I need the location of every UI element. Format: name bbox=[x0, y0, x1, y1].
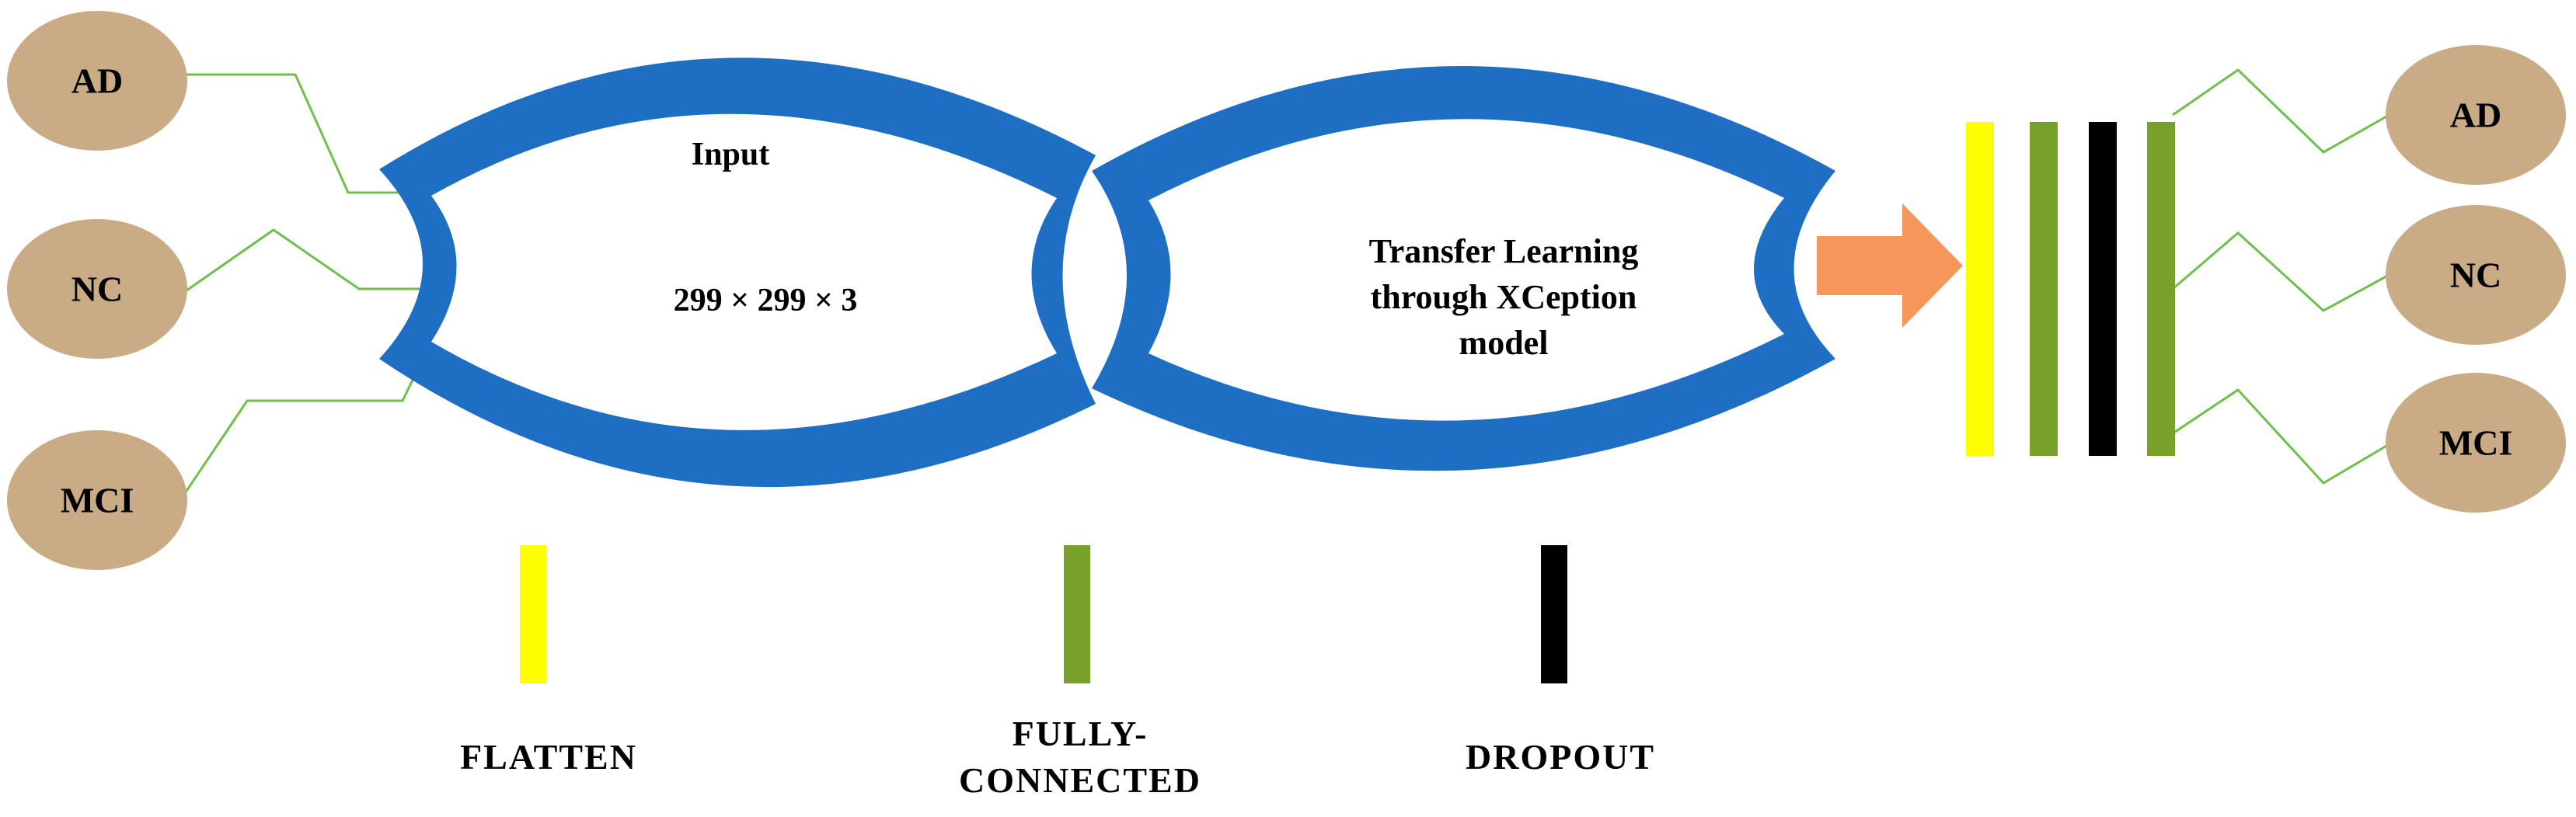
legend-flatten-label: FLATTEN bbox=[460, 737, 637, 777]
output-node-nc-label: NC bbox=[2450, 256, 2501, 295]
connector-ad-out bbox=[2172, 68, 2393, 154]
input-node-ad-label: AD bbox=[71, 61, 123, 101]
input-node-mci: MCI bbox=[7, 430, 187, 570]
legend-fully-connected-swatch bbox=[1064, 545, 1090, 683]
input-node-ad: AD bbox=[7, 11, 187, 151]
model-text-line2: through XCeption bbox=[1371, 278, 1637, 316]
legend-fully-connected-label-line2: CONNECTED bbox=[959, 760, 1201, 800]
legend-dropout-swatch bbox=[1541, 545, 1567, 683]
input-lens bbox=[379, 57, 1096, 488]
flatten-layer-bar bbox=[1966, 122, 1994, 456]
connector-nc-out bbox=[2172, 231, 2393, 312]
input-title: Input bbox=[692, 137, 769, 172]
input-node-mci-label: MCI bbox=[61, 481, 134, 520]
input-node-nc: NC bbox=[7, 219, 187, 359]
legend-dropout-label: DROPOUT bbox=[1466, 737, 1655, 777]
output-node-ad-label: AD bbox=[2450, 96, 2501, 135]
model-text-line1: Transfer Learning bbox=[1369, 232, 1639, 270]
connector-mci-out bbox=[2172, 388, 2393, 485]
output-node-mci: MCI bbox=[2386, 373, 2566, 513]
dropout-layer-bar bbox=[2089, 122, 2117, 456]
input-shape: 299 × 299 × 3 bbox=[674, 283, 858, 318]
model-text-line3: model bbox=[1459, 324, 1549, 362]
dense-layer-bar-1 bbox=[2030, 122, 2058, 456]
connector-ad-in bbox=[185, 73, 429, 194]
legend-fully-connected-label-line1: FULLY- bbox=[1013, 714, 1149, 753]
input-node-nc-label: NC bbox=[71, 269, 123, 309]
output-node-ad: AD bbox=[2386, 45, 2566, 185]
legend: FLATTEN FULLY- CONNECTED DROPOUT bbox=[460, 545, 1655, 800]
connector-nc-in bbox=[186, 228, 426, 292]
orange-arrow-icon bbox=[1817, 203, 1963, 328]
left-connectors bbox=[179, 73, 430, 501]
connector-mci-in bbox=[179, 346, 430, 501]
legend-flatten-swatch bbox=[520, 545, 546, 683]
layer-stack bbox=[1966, 122, 2175, 456]
right-connectors bbox=[2172, 68, 2393, 485]
output-node-nc: NC bbox=[2386, 205, 2566, 345]
dense-layer-bar-2 bbox=[2147, 122, 2175, 456]
output-node-mci-label: MCI bbox=[2439, 423, 2513, 463]
